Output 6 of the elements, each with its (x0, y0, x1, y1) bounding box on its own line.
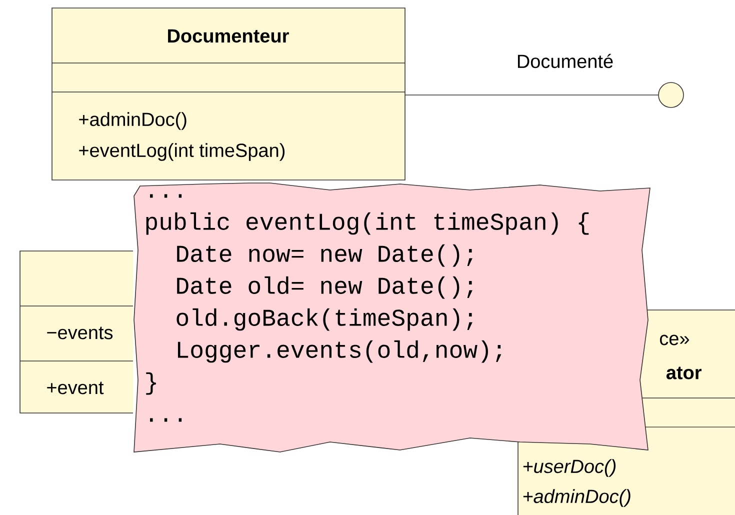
connector-line (404, 94, 658, 96)
class-box: −events +event (20, 250, 134, 414)
code-note-tooltip: ... public eventLog(int timeSpan) { Date now= new Date(); Date old= new Date(); old.goBack(timeSpan); Logger.events(old,now); } ... (134, 182, 650, 452)
interface-circle (658, 82, 684, 108)
interface-name: Documenté (518, 54, 613, 68)
class-box: Documenteur +adminDoc() +eventLog(int timeSpan) (52, 8, 406, 180)
